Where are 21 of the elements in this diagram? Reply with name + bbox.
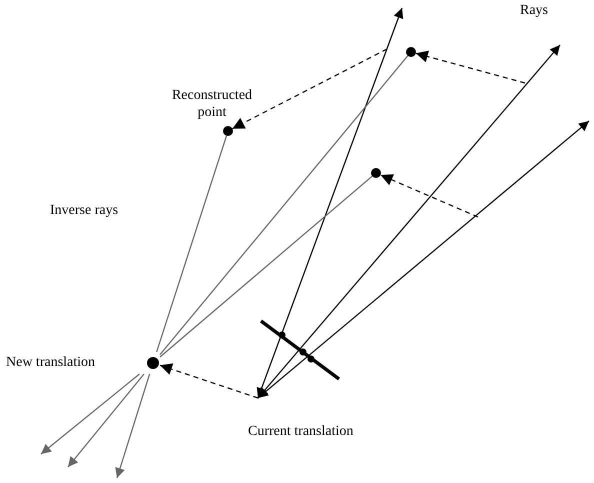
point-dot bbox=[223, 126, 233, 136]
dashed-arrow bbox=[160, 363, 258, 399]
ray-arrow bbox=[115, 374, 150, 478]
point-label: Reconstructed point bbox=[170, 87, 254, 121]
ray-arrow bbox=[258, 120, 590, 398]
dashed-arrow bbox=[380, 174, 478, 218]
node-label: New translation bbox=[6, 355, 96, 371]
point-dot bbox=[406, 47, 416, 57]
dashed-arrow bbox=[416, 50, 526, 84]
ray-arrow bbox=[258, 44, 560, 398]
rays-label: Rays bbox=[520, 2, 549, 19]
node-label: Current translation bbox=[247, 424, 354, 440]
ray-arrow bbox=[256, 8, 404, 398]
inverse-rays-label: Inverse rays bbox=[50, 202, 120, 219]
ray-arrow bbox=[40, 374, 140, 454]
ray-line bbox=[160, 176, 373, 358]
ray-line bbox=[160, 55, 408, 355]
dashed-arrow bbox=[232, 48, 388, 130]
ray-line bbox=[156, 136, 228, 352]
ray-arrow bbox=[68, 374, 144, 468]
point-dot bbox=[371, 168, 381, 178]
